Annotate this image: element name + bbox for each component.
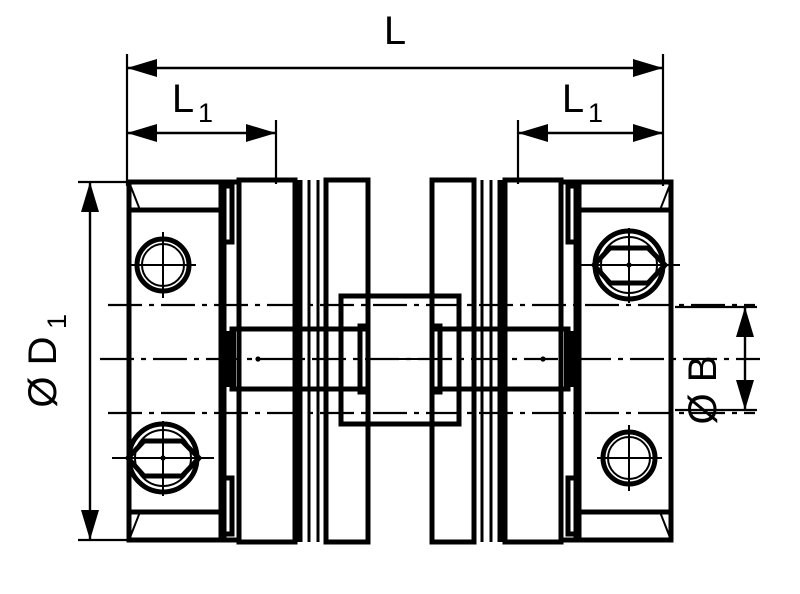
left-disc-block [236,177,298,545]
dimension-L-arrow-left [127,59,157,77]
dimension-D1-subscript: 1 [42,314,72,329]
dimension-L1-right: L 1 [516,77,663,184]
right-hub-key-block [564,331,576,387]
right-disc-plate-a [558,179,582,543]
right-disc-block [502,177,564,545]
dimension-B-arrow-bottom [736,380,754,410]
dimension-L-arrow-right [633,59,663,77]
hex-socket-screw-lower-left [112,421,214,496]
dimension-L1-left-arrow-right [246,124,276,142]
dimension-B-arrow-top [736,307,754,337]
dimension-L1-left: L 1 [127,77,278,184]
dimension-D1: Ø D 1 [21,180,133,542]
plain-bolt-lower-right [597,425,662,491]
left-disc-plate-a-notch-top [221,183,235,245]
left-hub-boss [224,326,368,392]
plain-bolt-upper-left [131,232,196,298]
dimension-L1-left-arrow-left [127,124,157,142]
dimension-L1-right-arrow-right [633,124,663,142]
right-flange-top-chamfer-diag [659,181,672,211]
dimension-B-label: Ø B [681,356,725,425]
right-flange [573,179,680,543]
center-spacer-body [338,293,462,427]
right-flange-body [573,179,674,543]
dimension-L-label: L [384,9,406,53]
right-disc-pack [429,177,582,545]
left-hub-key-block [224,331,236,387]
right-flange-bottom-chamfer-diag [659,511,672,541]
left-disc-pack [218,177,371,545]
dimension-D1-label: Ø D [21,336,65,407]
hex-screw-upper-right-dot [626,262,632,268]
dimension-D1-arrow-bottom [81,510,99,540]
left-hub-axis-dot [255,356,261,362]
right-hub-collar [429,177,477,545]
dimension-L1-right-label: L [562,77,584,121]
left-disc-plate-a-notch-bottom [221,475,235,537]
dimension-L1-left-label: L [172,77,194,121]
dimension-L1-right-arrow-left [518,124,548,142]
right-hub-axis-dot [540,356,546,362]
hex-screw-lower-left-dot [160,455,166,461]
dimension-B: Ø B [675,305,757,425]
hex-socket-screw-upper-right [578,228,680,303]
dimension-L1-right-subscript: 1 [588,98,603,128]
left-flange [112,179,227,543]
dimension-L: L [125,9,665,186]
left-flange-top-chamfer-diag [128,181,141,211]
dimension-D1-arrow-top [81,182,99,212]
left-flange-bottom-chamfer-diag [128,511,141,541]
dimension-L1-left-subscript: 1 [198,98,213,128]
